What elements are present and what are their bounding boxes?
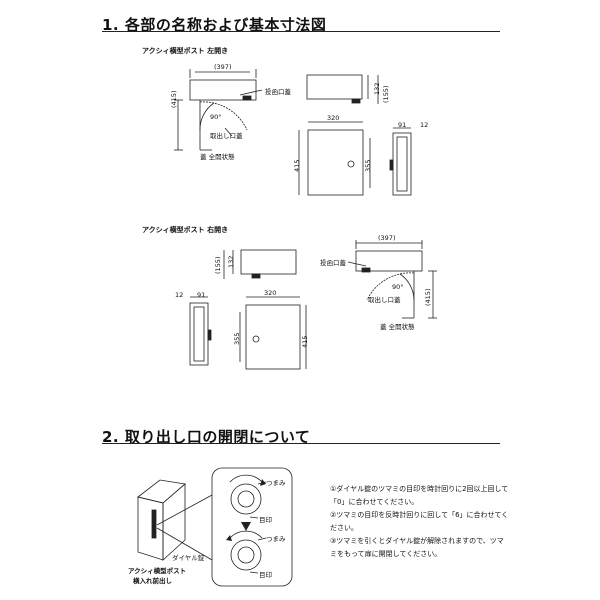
dim-415-left: 415: [293, 159, 301, 172]
dim-397-left: (397): [214, 63, 232, 71]
instruction-1: ①ダイヤル錠のツマミの目印を時計回りに2回以上回して「0」に合わせてください。: [330, 485, 509, 506]
label-open-left: 蓋 全開状態: [200, 153, 235, 161]
instruction-3: ③ツマミを引くとダイヤル錠が解除されますので、ツマミをもって扉に開閉してください…: [330, 537, 504, 558]
dim-155-left: (155): [382, 85, 390, 103]
dim-12-left: 12: [420, 121, 429, 129]
dim-90-right: 90°: [392, 283, 404, 291]
instructions: ①ダイヤル錠のツマミの目印を時計回りに2回以上回して「0」に合わせてください。 …: [330, 483, 510, 561]
section2-rule: [102, 443, 500, 444]
label-mark-top: 目印: [259, 516, 272, 524]
dim-320-left: 320: [327, 114, 340, 122]
dim-91-left: 91: [398, 121, 407, 129]
dial-arrow-ccw-icon: [226, 535, 232, 541]
product-illustration: [137, 479, 213, 561]
dial-arrow-down-icon: [241, 522, 251, 531]
dim-415-right: 415: [301, 335, 309, 348]
dim-397-right: (397): [378, 234, 396, 242]
dial-panel: [211, 467, 293, 587]
label-outlet-right: 取出し口蓋: [368, 296, 401, 304]
section2-title: 2. 取り出し口の開閉について: [102, 428, 311, 446]
label-open-right: 蓋 全開状態: [380, 323, 415, 331]
dim-132-right: 132: [227, 255, 235, 268]
right-side-view: [223, 249, 297, 279]
right-open-subtitle: アクシィ横型ポスト 右開き: [142, 226, 229, 234]
dim-320-right: 320: [264, 289, 277, 297]
dim-90-left: 90°: [210, 113, 222, 121]
label-inlet-right: 投函口蓋: [320, 259, 346, 267]
right-front-view: [239, 296, 307, 370]
left-front-view: [298, 121, 371, 196]
label-product: アクシィ横型ポスト: [128, 567, 187, 575]
label-knob-bottom: つまみ: [266, 535, 286, 543]
dim-415p-right: (415): [424, 288, 432, 306]
dim-415p-left: (415): [170, 90, 178, 108]
label-mark-bottom: 目印: [259, 571, 272, 579]
dim-355-left: 355: [364, 159, 372, 172]
dim-132-left: 132: [373, 82, 381, 95]
left-open-subtitle: アクシィ横型ポスト 左開き: [142, 47, 229, 55]
dim-155-right: (155): [214, 256, 222, 274]
label-dial-lock: ダイヤル錠: [172, 554, 205, 562]
instruction-2: ②ツマミの目印を反時計回りに回して「6」に合わせてください。: [330, 511, 509, 532]
right-top-view: [347, 240, 437, 319]
label-knob-top: つまみ: [266, 479, 286, 487]
dial-arrow-cw-icon: [260, 479, 266, 486]
left-slim-view: [389, 127, 412, 196]
dim-91-right: 91: [197, 291, 206, 299]
label-product-type: 横入れ前出し: [133, 577, 172, 585]
right-slim-view: [189, 296, 212, 366]
dim-12-right: 12: [175, 291, 184, 299]
section1-rule: [102, 31, 500, 32]
label-inlet-left: 投函口蓋: [265, 88, 291, 96]
dim-355-right: 355: [233, 332, 241, 345]
section1-title: 1. 各部の名称および基本寸法図: [102, 16, 327, 34]
left-side-view: [306, 74, 379, 104]
left-top-view: [174, 69, 263, 151]
label-outlet-left: 取出し口蓋: [210, 132, 243, 140]
